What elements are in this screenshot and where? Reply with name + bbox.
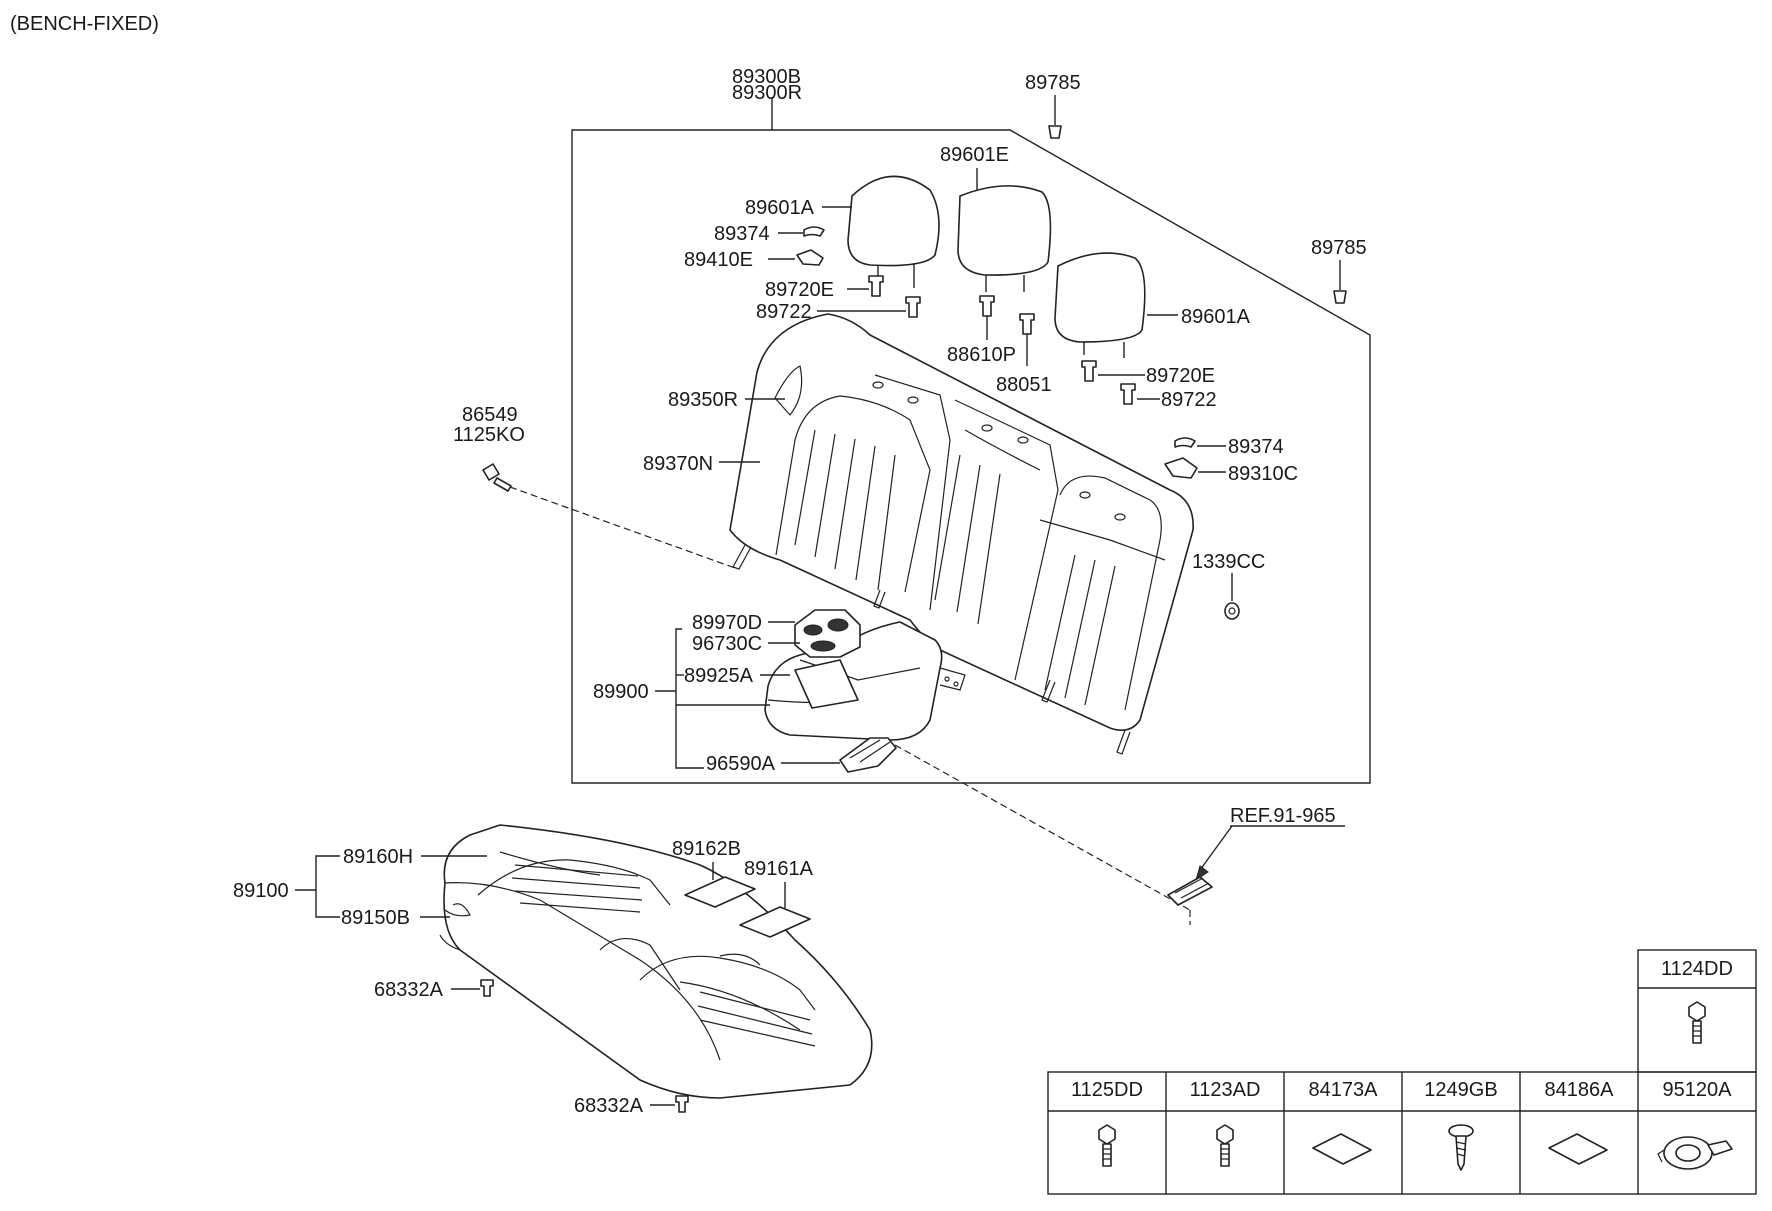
label-89162B: 89162B [672,838,741,860]
sensor-icon [1657,1136,1733,1170]
label-89785-top: 89785 [1025,72,1081,94]
clip-89785-right [1333,290,1347,304]
label-89720E-left: 89720E [765,279,834,301]
label-89722-right: 89722 [1161,389,1217,411]
label-89720E-right: 89720E [1146,365,1215,387]
label-89374-right: 89374 [1228,436,1284,458]
label-88051: 88051 [996,374,1052,396]
label-89722-left: 89722 [756,301,812,323]
label-89370N: 89370N [643,453,713,475]
label-1339CC: 1339CC [1192,551,1265,573]
clip-68332A-bottom [675,1095,689,1113]
label-1125KO: 1125KO [453,424,525,446]
guide-89720E-left [868,275,884,297]
label-89374-left: 89374 [714,223,770,245]
diagram-title: (BENCH-FIXED) [10,13,159,35]
code-1125DD: 1125DD [1071,1079,1143,1101]
hook-96590A [839,737,897,773]
cover-89374-right [1174,437,1196,448]
bolt-icon [1098,1124,1116,1167]
cover-89374-left [803,226,825,237]
armrest [764,621,966,741]
code-84186A: 84186A [1545,1079,1615,1101]
label-89785-right: 89785 [1311,237,1367,259]
label-68332A-bottom: 68332A [574,1095,644,1117]
parts-table [1047,949,1757,1195]
label-ref-91-965: REF.91-965 [1230,805,1336,827]
label-89160H: 89160H [343,846,413,868]
label-89410E: 89410E [684,249,753,271]
label-96730C: 96730C [692,633,762,655]
pad-89161A [739,906,811,938]
label-89350R: 89350R [668,389,738,411]
clip-68332A-top [480,979,494,997]
lock-88051 [1019,313,1035,335]
label-89310C: 89310C [1228,463,1298,485]
label-89970D: 89970D [692,612,762,634]
code-1124DD: 1124DD [1661,958,1733,980]
seatback-cushion [729,313,1194,755]
guide-89720E-right [1081,360,1097,382]
cupholder-module-89970D [794,609,861,658]
label-68332A-top: 68332A [374,979,444,1001]
code-95120A: 95120A [1663,1079,1733,1101]
pad-89162B [684,876,756,908]
guide-89722-left [905,296,921,318]
label-89601A-right: 89601A [1181,306,1251,328]
pad-icon [1548,1133,1608,1165]
screw-icon [1448,1124,1474,1171]
label-89161A: 89161A [744,858,814,880]
bezel-89410E [796,249,824,266]
seat-cushion [439,824,873,1099]
harness-ref [1167,876,1213,906]
headrest-left [847,175,940,288]
code-84173A: 84173A [1309,1079,1379,1101]
clip-89785-top [1048,125,1062,139]
nut-1339CC [1224,602,1240,620]
bolt-icon [1688,1001,1706,1044]
label-89900: 89900 [593,681,649,703]
guide-89722-right [1120,383,1136,405]
seatback-assembly-frame [571,129,1371,784]
label-89601A-left: 89601A [745,197,815,219]
bezel-89310C [1164,457,1198,479]
label-89925A: 89925A [684,665,754,687]
label-89100: 89100 [233,880,289,902]
pad-icon [1312,1133,1372,1165]
code-1123AD: 1123AD [1190,1079,1261,1101]
label-86549: 86549 [462,404,518,426]
label-89150B: 89150B [341,907,410,929]
guide-88610P [979,295,995,317]
headrest-right [1054,252,1146,358]
code-1249GB: 1249GB [1424,1079,1497,1101]
label-88610P: 88610P [947,344,1016,366]
bolt-86549 [482,463,512,492]
label-89300R: 89300R [732,82,802,104]
label-96590A: 96590A [706,753,776,775]
headrest-center [957,185,1052,292]
bolt-icon [1216,1124,1234,1167]
label-89601E: 89601E [940,144,1009,166]
label-89300B: 89300B [732,66,801,88]
